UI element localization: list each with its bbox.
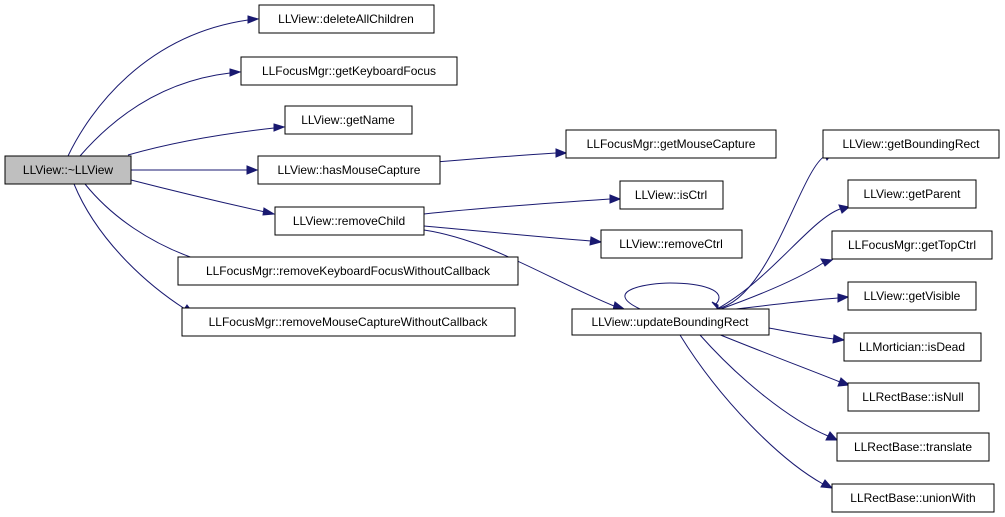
node-label: LLFocusMgr::getTopCtrl — [848, 238, 976, 252]
edge-root-removeMouseCaptureWithoutCallback — [73, 183, 196, 315]
node-removeChild[interactable]: LLView::removeChild — [274, 206, 425, 236]
node-getMouseCapture[interactable]: LLFocusMgr::getMouseCapture — [565, 129, 777, 159]
edge-updateBoundingRect-getParent — [716, 204, 851, 310]
node-getVisible[interactable]: LLView::getVisible — [847, 281, 977, 311]
node-label: LLView::updateBoundingRect — [591, 315, 749, 329]
edge-updateBoundingRect-translate — [699, 334, 839, 441]
node-label: LLView::getParent — [864, 187, 962, 201]
node-label: LLRectBase::unionWith — [850, 491, 975, 505]
edge-root-getKeyboardFocus — [79, 68, 242, 157]
node-label: LLMortician::isDead — [859, 340, 965, 354]
node-updateBoundingRect[interactable]: LLView::updateBoundingRect — [571, 308, 770, 336]
node-getTopCtrl[interactable]: LLFocusMgr::getTopCtrl — [831, 230, 993, 260]
node-label: LLFocusMgr::removeMouseCaptureWithoutCal… — [209, 315, 489, 329]
edge-updateBoundingRect-isDead — [768, 327, 846, 344]
node-label: LLView::getBoundingRect — [843, 137, 981, 151]
edge-removeChild-isCtrl — [423, 194, 622, 215]
node-getName[interactable]: LLView::getName — [284, 105, 413, 135]
edge-updateBoundingRect-isNull — [717, 333, 851, 387]
node-label: LLView::getVisible — [864, 289, 961, 303]
node-label: LLView::removeChild — [293, 214, 405, 228]
node-translate[interactable]: LLRectBase::translate — [836, 432, 990, 462]
edge-updateBoundingRect-self — [624, 282, 720, 311]
edge-updateBoundingRect-unionWith — [679, 334, 834, 489]
node-removeKeyboardFocusWithoutCallback[interactable]: LLFocusMgr::removeKeyboardFocusWithoutCa… — [177, 256, 519, 286]
node-root[interactable]: LLView::~LLView — [4, 155, 132, 185]
node-label: LLFocusMgr::getKeyboardFocus — [262, 64, 436, 78]
node-getParent[interactable]: LLView::getParent — [847, 179, 977, 209]
node-getBoundingRect[interactable]: LLView::getBoundingRect — [822, 129, 1000, 159]
node-unionWith[interactable]: LLRectBase::unionWith — [831, 483, 995, 513]
node-label: LLView::isCtrl — [635, 188, 707, 202]
edge-root-deleteAllChildren — [67, 15, 260, 157]
node-removeMouseCaptureWithoutCallback[interactable]: LLFocusMgr::removeMouseCaptureWithoutCal… — [181, 307, 516, 337]
node-deleteAllChildren[interactable]: LLView::deleteAllChildren — [258, 4, 435, 34]
node-isDead[interactable]: LLMortician::isDead — [843, 332, 982, 362]
node-label: LLView::deleteAllChildren — [278, 12, 414, 26]
node-label: LLRectBase::isNull — [862, 390, 963, 404]
node-isNull[interactable]: LLRectBase::isNull — [847, 382, 980, 412]
node-getKeyboardFocus[interactable]: LLFocusMgr::getKeyboardFocus — [240, 56, 458, 86]
edge-root-removeChild — [130, 179, 276, 216]
node-label: LLView::removeCtrl — [619, 237, 723, 251]
node-removeCtrl[interactable]: LLView::removeCtrl — [600, 229, 743, 259]
node-hasMouseCapture[interactable]: LLView::hasMouseCapture — [257, 155, 441, 185]
node-label: LLFocusMgr::removeKeyboardFocusWithoutCa… — [206, 264, 491, 278]
edge-updateBoundingRect-getTopCtrl — [717, 258, 834, 311]
node-isCtrl[interactable]: LLView::isCtrl — [619, 180, 724, 210]
node-label: LLFocusMgr::getMouseCapture — [587, 137, 756, 151]
node-label: LLView::hasMouseCapture — [278, 163, 421, 177]
edge-root-getName — [127, 123, 286, 156]
edge-removeChild-removeCtrl — [423, 225, 603, 246]
edge-root-hasMouseCapture — [131, 165, 259, 175]
edge-updateBoundingRect-getVisible — [727, 293, 850, 311]
node-label: LLView::getName — [301, 113, 395, 127]
nodes: LLView::~LLView LLView::deleteAllChildre… — [4, 4, 1000, 513]
node-label: LLRectBase::translate — [854, 440, 972, 454]
node-label: LLView::~LLView — [23, 163, 114, 177]
